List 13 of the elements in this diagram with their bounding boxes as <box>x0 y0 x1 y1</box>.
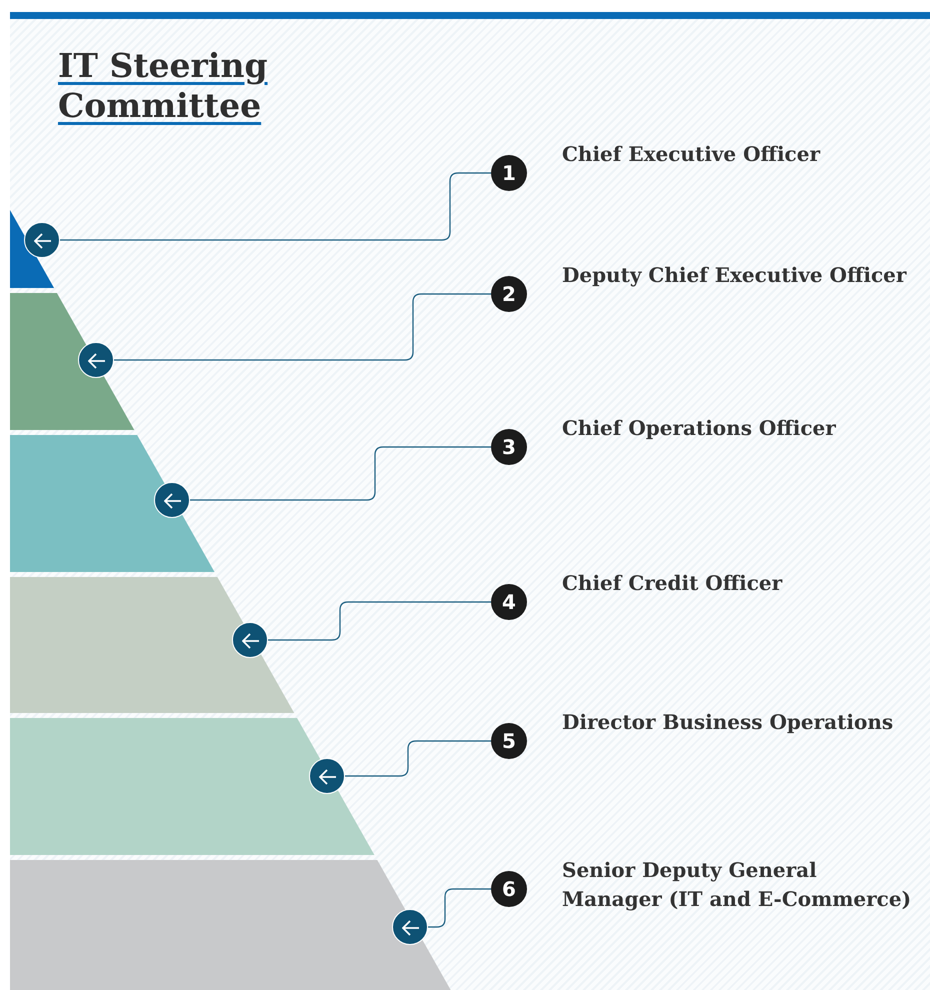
role-label: Deputy Chief Executive Officer <box>562 262 908 289</box>
role-label: Chief Operations Officer <box>562 415 837 442</box>
connector-line <box>114 293 491 361</box>
connector-line <box>190 446 491 501</box>
connector-line <box>428 888 491 928</box>
role-label: Chief Credit Officer <box>562 570 784 597</box>
connector-line <box>60 172 491 241</box>
connector-line <box>345 740 491 777</box>
title: IT Steering Committee <box>58 46 268 126</box>
role-label: Senior Deputy General Manager (IT and E-Commerce) <box>562 857 912 913</box>
connector-line <box>268 601 491 641</box>
role-label: Chief Executive Officer <box>562 141 822 168</box>
role-label: Director Business Operations <box>562 709 894 736</box>
